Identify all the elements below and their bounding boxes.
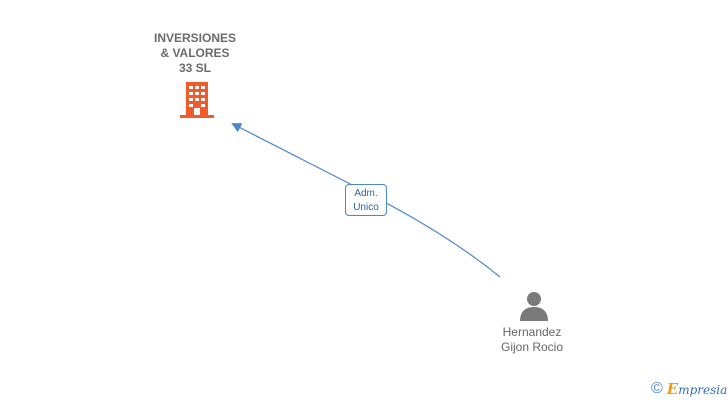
copyright-icon: © [651, 380, 663, 397]
brand-wordmark: Empresia [667, 380, 728, 398]
relation-label: Adm. Unico [345, 184, 387, 216]
brand-first-letter: E [666, 380, 679, 398]
company-name-line: 33 SL [178, 61, 211, 75]
person-name-line: Gijon Rocio [500, 340, 564, 354]
company-name[interactable]: INVERSIONES & VALORES 33 SL [130, 31, 260, 76]
company-name-line: & VALORES [160, 46, 230, 60]
person-name-line: Hernandez [502, 325, 562, 339]
relation-label-line: Unico [353, 202, 379, 213]
company-name-line: INVERSIONES [153, 31, 237, 45]
person-name[interactable]: Hernandez Gijon Rocio [470, 325, 594, 355]
empresia-logo: © Empresia [651, 379, 727, 399]
relation-edge [231, 123, 501, 278]
building-icon[interactable] [180, 82, 214, 118]
person-icon[interactable] [518, 290, 550, 322]
brand-rest: mpresia [678, 383, 728, 397]
relation-label-line: Adm. [354, 188, 378, 199]
